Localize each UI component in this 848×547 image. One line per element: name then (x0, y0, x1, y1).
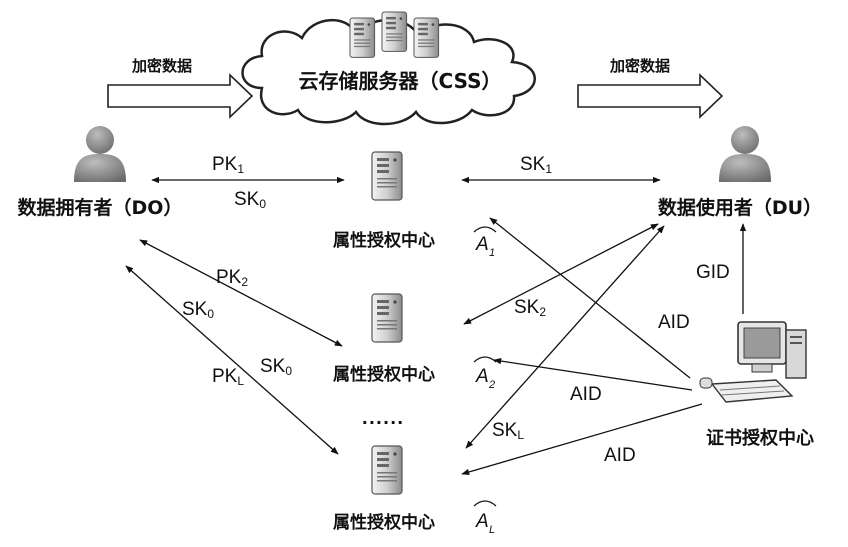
authority-label: 属性授权中心 (333, 512, 435, 533)
authority-label: 属性授权中心 (333, 230, 435, 251)
label-sk1: SK1 (520, 154, 552, 176)
computer-icon (700, 322, 806, 402)
edge-al-du (466, 226, 664, 448)
encrypted-data-arrow-right: 加密数据 (578, 57, 722, 117)
label-aid-3: AID (604, 445, 636, 466)
certificate-authority: 证书授权中心 (700, 322, 814, 449)
server-icon (372, 152, 402, 200)
authority-subscript: 1 (489, 247, 495, 259)
server-rack-icon (350, 12, 439, 57)
label-sk2: SK2 (514, 297, 546, 319)
encrypted-data-arrow-left: 加密数据 (108, 57, 252, 117)
authority-label: 属性授权中心 (333, 364, 435, 385)
label-sk0-mid-right: SK0 (260, 356, 292, 378)
person-icon (74, 126, 126, 182)
server-icon (372, 446, 402, 494)
edge-do-a2 (140, 240, 342, 346)
edge-do-al (126, 266, 338, 454)
person-icon (719, 126, 771, 182)
encrypted-data-label-right: 加密数据 (609, 57, 670, 75)
connectors (126, 180, 743, 474)
block-arrow-right (578, 75, 722, 117)
cloud-label: 云存储服务器（CSS） (299, 69, 502, 93)
authority-letter: A (475, 366, 489, 387)
label-pkl: PKL (212, 366, 244, 388)
authority-subscript: L (489, 524, 495, 536)
label-gid: GID (696, 262, 730, 283)
certificate-authority-label: 证书授权中心 (706, 427, 814, 449)
authority-symbol: A L (474, 501, 496, 536)
label-skl: SKL (492, 420, 524, 442)
attribute-authority-2: 属性授权中心 A 2 (333, 294, 496, 391)
cloud-storage-server: 云存储服务器（CSS） (243, 12, 535, 124)
ellipsis: ...... (362, 409, 404, 428)
label-sk0-top: SK0 (234, 189, 266, 211)
authority-subscript: 2 (488, 379, 495, 391)
data-owner: 数据拥有者（DO） (18, 126, 183, 219)
label-sk0-mid-left: SK0 (182, 299, 214, 321)
attribute-authority-1: 属性授权中心 A 1 (333, 152, 496, 259)
data-owner-label: 数据拥有者（DO） (18, 196, 183, 219)
server-icon (372, 294, 402, 342)
label-aid-1: AID (658, 312, 690, 333)
label-pk2: PK2 (216, 267, 248, 289)
authority-symbol: A 2 (474, 357, 496, 391)
authority-letter: A (475, 511, 489, 532)
authority-letter: A (475, 234, 489, 255)
label-pk1: PK1 (212, 154, 244, 176)
label-aid-2: AID (570, 384, 602, 405)
authority-symbol: A 1 (474, 227, 496, 259)
data-user-label: 数据使用者（DU） (658, 196, 822, 219)
data-user: 数据使用者（DU） (658, 126, 822, 219)
encrypted-data-label-left: 加密数据 (131, 57, 192, 75)
block-arrow-left (108, 75, 252, 117)
attribute-authority-l: 属性授权中心 A L (333, 446, 496, 536)
